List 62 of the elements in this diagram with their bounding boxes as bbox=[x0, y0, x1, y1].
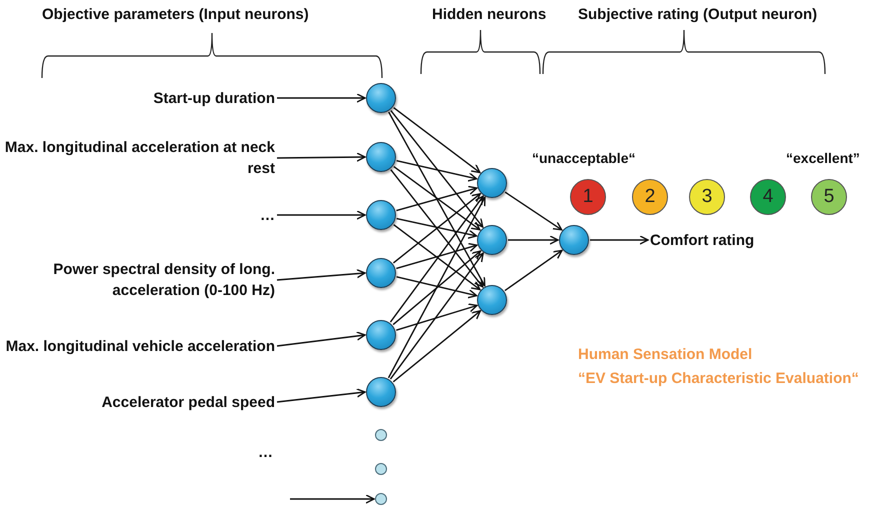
rating-circle: 1 bbox=[570, 179, 606, 215]
input-parameter-label: Max. longitudinal vehicle acceleration bbox=[0, 325, 275, 367]
arrow bbox=[276, 268, 366, 281]
arrow bbox=[276, 388, 366, 403]
rating-circle: 5 bbox=[811, 179, 847, 215]
arrow bbox=[388, 112, 486, 286]
arrow bbox=[504, 192, 562, 230]
rating-circle: 2 bbox=[632, 179, 668, 215]
arrow bbox=[392, 310, 481, 382]
neuron-circle bbox=[477, 168, 507, 198]
input-parameter-label: … bbox=[0, 203, 275, 227]
neuron-circle bbox=[366, 377, 396, 407]
neuron-circle bbox=[375, 463, 387, 475]
arrow bbox=[504, 250, 563, 292]
arrow bbox=[508, 235, 559, 245]
ellipsis-label: … bbox=[258, 444, 273, 461]
neuron-circle bbox=[366, 200, 396, 230]
arrow bbox=[393, 224, 481, 290]
arrow bbox=[396, 186, 478, 212]
rating-circle: 4 bbox=[750, 179, 786, 215]
arrow bbox=[277, 93, 366, 103]
arrow bbox=[290, 494, 375, 504]
arrow bbox=[393, 107, 481, 174]
arrow bbox=[277, 152, 366, 162]
group-heading: Hidden neurons bbox=[432, 6, 546, 23]
neuron-circle bbox=[366, 83, 396, 113]
input-parameter-label: Max. longitudinal acceleration at neck rest bbox=[0, 137, 275, 179]
output-label: Comfort rating bbox=[650, 228, 790, 252]
neuron-circle bbox=[366, 320, 396, 350]
arrow bbox=[390, 196, 484, 322]
neuron-circle bbox=[477, 285, 507, 315]
rating-circle: 3 bbox=[689, 179, 725, 215]
arrow bbox=[393, 166, 480, 230]
neuron-circle bbox=[559, 225, 589, 255]
neuron-circle bbox=[366, 142, 396, 172]
group-heading: Subjective rating (Output neuron) bbox=[578, 6, 818, 23]
arrow bbox=[276, 331, 366, 347]
arrow bbox=[396, 303, 478, 331]
arrow bbox=[390, 110, 484, 228]
scale-end-label: “unacceptable“ bbox=[532, 150, 636, 166]
arrow bbox=[277, 210, 366, 220]
arrow bbox=[396, 218, 478, 239]
neuron-circle bbox=[375, 493, 387, 505]
neuron-circle bbox=[375, 429, 387, 441]
group-heading: Objective parameters (Input neurons) bbox=[42, 6, 309, 23]
neuron-circle bbox=[477, 225, 507, 255]
model-title: Human Sensation Model bbox=[578, 346, 752, 363]
input-parameter-label: Accelerator pedal speed bbox=[0, 381, 275, 423]
scale-end-label: “excellent” bbox=[786, 150, 860, 166]
arrow bbox=[390, 169, 484, 288]
arrow bbox=[396, 242, 478, 270]
arrow bbox=[396, 160, 478, 182]
arrow bbox=[390, 252, 484, 380]
neuron-circle bbox=[366, 258, 396, 288]
input-parameter-label: Start-up duration bbox=[0, 86, 275, 110]
arrow bbox=[590, 235, 649, 245]
arrow bbox=[388, 196, 486, 378]
model-title: “EV Start-up Characteristic Evaluation“ bbox=[578, 370, 859, 387]
input-parameter-label: Power spectral density of long. acceleration (0-100 Hz) bbox=[0, 248, 275, 312]
arrow bbox=[396, 276, 478, 298]
arrow bbox=[392, 250, 482, 326]
arrow bbox=[393, 193, 481, 264]
